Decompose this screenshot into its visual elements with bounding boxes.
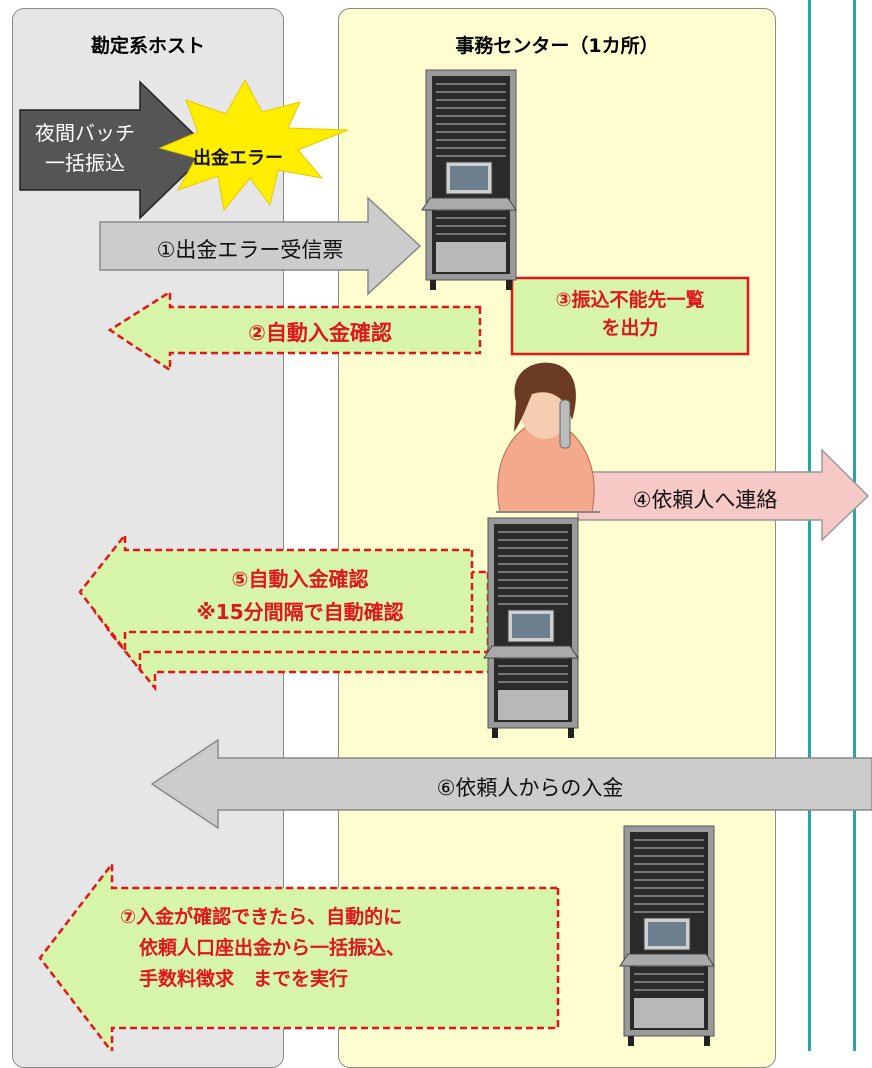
lane-title-center: 事務センター（1カ所） — [455, 35, 659, 57]
lane-title-host: 勘定系ホスト — [90, 35, 205, 57]
night-batch-arrow — [19, 80, 212, 220]
step4-arrow — [577, 448, 870, 542]
operator-figure — [496, 362, 600, 513]
step7-label: ⑦入金が確認できたら、自動的に 依頼人口座出金から一括振込、 手数料徴求 までを… — [120, 906, 406, 990]
step6-arrow — [150, 738, 872, 830]
step7-arrow — [38, 860, 560, 1051]
step2-label: ②自動入金確認 — [248, 321, 392, 345]
step1-arrow — [99, 196, 422, 296]
step3-box — [510, 276, 750, 356]
server-rack-1 — [421, 69, 517, 291]
step5-label: ⑤自動入金確認 ※15分間隔で自動確認 — [196, 567, 404, 624]
server-rack-2 — [483, 517, 579, 739]
error-burst-shape — [158, 78, 349, 212]
step3-label: ③振込不能先一覧 を出力 — [555, 289, 705, 339]
step4-label: ④依頼人へ連絡 — [632, 488, 778, 512]
step1-label: ①出金エラー受信票 — [156, 238, 344, 262]
step6-label: ⑥依頼人からの入金 — [436, 776, 624, 800]
step5-arrow-front — [78, 531, 474, 654]
teal-divider-left — [808, 0, 811, 1051]
error-burst-label: 出金エラー — [193, 148, 283, 169]
night-batch-label: 夜間バッチ 一括振込 — [35, 121, 135, 175]
step2-arrow — [107, 289, 482, 373]
server-rack-3 — [619, 825, 715, 1047]
teal-divider-right — [853, 0, 856, 1051]
